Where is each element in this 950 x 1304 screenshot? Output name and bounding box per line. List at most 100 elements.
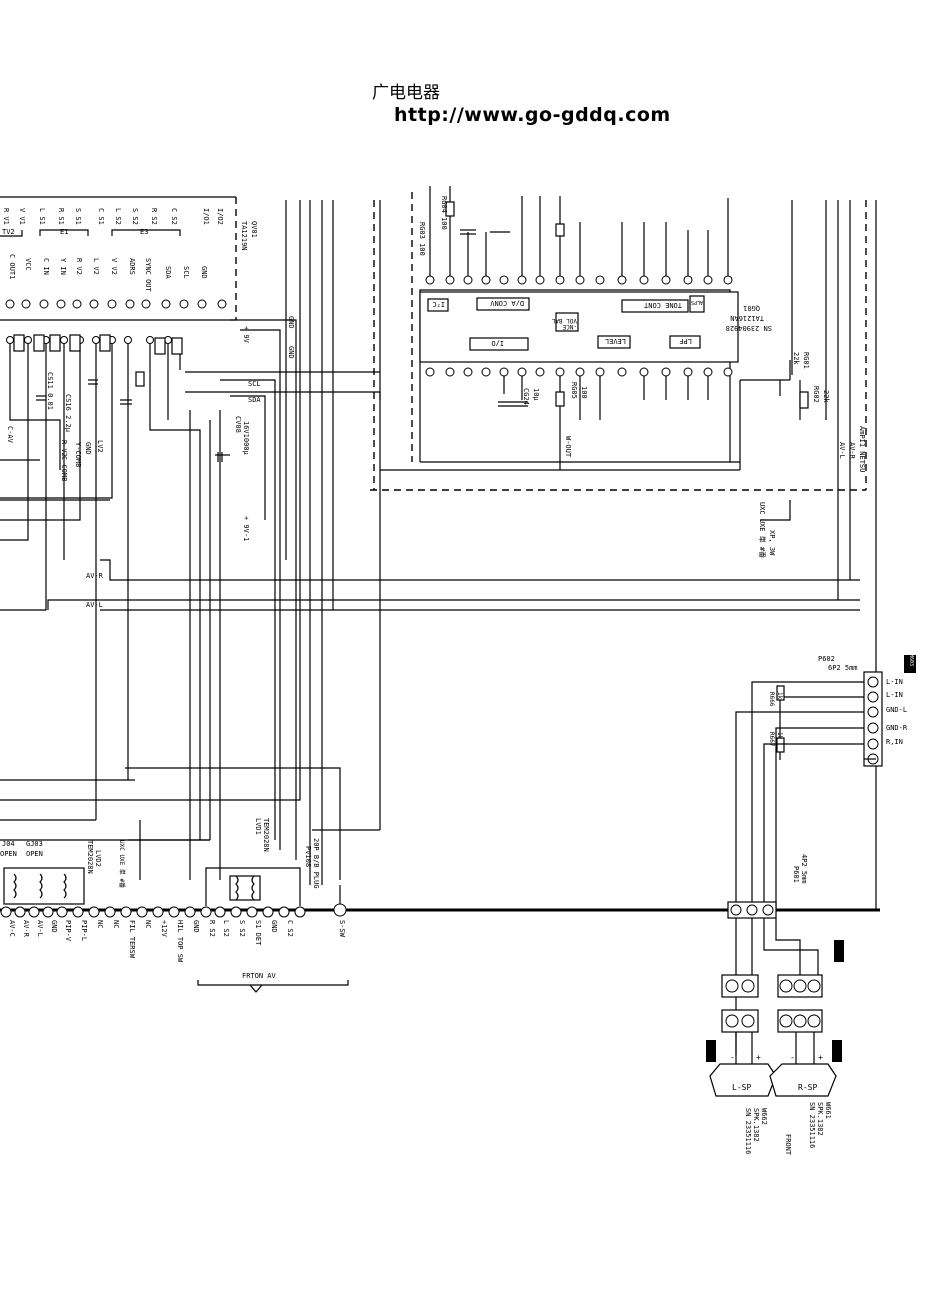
scl-label: SCL <box>248 380 261 388</box>
cv08-ref: CV08 <box>234 416 242 433</box>
w661-spk: SPK.1382 <box>816 1102 824 1136</box>
bottom-pin-label: GND <box>270 920 278 933</box>
bottom-pin-label: R S2 <box>208 920 216 937</box>
left-label: C-AV <box>6 426 14 444</box>
rg05-val: 100 <box>580 386 588 399</box>
ic-block-io-label: I/O <box>491 339 504 347</box>
s-sw-label: S-SW <box>338 920 346 938</box>
p602-pin-label: R,IN <box>886 738 903 746</box>
bottom-pin-label: HIL TOP SW <box>176 920 184 963</box>
top-left-connector-group: R V1 V V1 L S1 R S1 S S1 C S1 L S2 S S2 … <box>0 196 258 344</box>
ic-block-vol <box>555 312 579 332</box>
qg01-ref: QG01 <box>743 304 760 312</box>
qv01-pin-label: VCC <box>24 258 32 271</box>
group-label-tv2: TV2 <box>2 228 15 236</box>
qv01-pin-label: SCL <box>182 266 190 279</box>
bottom-pin-label: NC <box>96 920 104 928</box>
r-speaker-icon <box>769 1063 837 1097</box>
gnd-label-2: GND <box>287 346 295 359</box>
m602-tag <box>832 1040 842 1062</box>
qv01-pin-label: SDA <box>164 266 172 279</box>
p601-ref: P601 <box>792 866 800 883</box>
w662-spk: SPK.1382 <box>752 1108 760 1142</box>
qv01-pin-label: C OUT1 <box>8 254 16 279</box>
ic-block-level-label: LEVEL <box>605 337 626 345</box>
qv01-pin-label: V V2 <box>110 258 118 275</box>
left-label: Y-COMB <box>74 442 82 467</box>
r666-val: 1k <box>776 692 783 700</box>
ic-block-alps <box>689 295 705 313</box>
top-label: R V1 <box>2 208 10 225</box>
w662-ref: W662 <box>760 1108 768 1125</box>
middle-busses <box>285 200 381 910</box>
av-r-label: AV-R <box>86 572 104 580</box>
w-out-label: W-OUT <box>564 436 572 458</box>
plus9v-label: + 9V <box>242 326 250 344</box>
sw-block-label: AmPI1 NETSU <box>858 426 866 472</box>
av-r-right: AV-R <box>848 442 856 460</box>
j04-label: J04 <box>2 840 15 848</box>
left-label: CS16 2.2μ <box>64 394 72 433</box>
p602-pin-label: L-IN <box>886 691 903 699</box>
left-label: R V2 <box>60 440 68 457</box>
p602-pin-label: GND-L <box>886 706 907 714</box>
rg01-label: RG01 <box>802 352 810 369</box>
bottom-pin-label: S S2 <box>238 920 246 937</box>
m603-tag <box>904 655 916 673</box>
ic-block-ncs-label: -NCE <box>562 323 577 330</box>
m603-tag-label: M603 <box>908 654 914 666</box>
top-label: S S1 <box>74 208 82 225</box>
left-wiring <box>0 319 860 880</box>
av-l-label: AV-L <box>86 601 103 609</box>
top-label: L S1 <box>38 208 46 225</box>
ic-block-io <box>469 337 529 351</box>
xp-note: XP, 3W <box>768 530 776 556</box>
ic-block-vol-label: VOL BAL <box>551 317 577 324</box>
pv108-ref: PV108 <box>304 846 312 867</box>
ic-block-i2c-label: I²C <box>432 300 445 308</box>
rg04-label: RG04 100 <box>440 196 448 230</box>
av-l-right: AV-L <box>838 442 846 459</box>
qv01-pin-label: R V2 <box>75 258 83 275</box>
bottom-pin-label: GND <box>192 920 200 933</box>
ic-block-level <box>597 335 631 349</box>
p601-spec: 4P2 5mm <box>800 854 808 884</box>
ic-block-tone-label: TONE CONT <box>643 301 682 309</box>
bottom-pin-label: S1 DET <box>254 920 262 946</box>
svg-text:-: - <box>730 1053 735 1062</box>
sda-label: SDA <box>248 396 261 404</box>
p602-pin-label: L-IN <box>886 678 903 686</box>
svg-text:+: + <box>818 1053 823 1062</box>
uxe-note: UXC UXE 単 #番 <box>758 502 767 558</box>
left-side-labels: C-AV CS11 0.01 CS16 2.2μ C COMB R V2 LV2… <box>6 316 295 609</box>
ic-block-i2c <box>427 298 449 312</box>
top-label: I/O1 <box>202 208 210 225</box>
top-label: S S2 <box>131 208 139 225</box>
qv01-pin-label: L V2 <box>92 258 100 275</box>
top-label: R S2 <box>150 208 158 225</box>
left-label: CS11 0.01 <box>46 372 54 410</box>
ic-block-dac-label: D/A CONV <box>489 299 524 307</box>
bottom-pin-label: AV-C <box>8 920 16 937</box>
left-label: C COMB <box>60 456 68 481</box>
l-speaker-icon <box>709 1063 777 1097</box>
site-title-cn: 广电电器 <box>372 83 440 103</box>
qv01-pin-label: Y IN <box>59 258 67 275</box>
svg-text:-: - <box>790 1053 795 1062</box>
qv01-pin-label: SYNC OUT <box>144 258 152 293</box>
left-label: LV2 <box>96 440 104 453</box>
top-label: L S2 <box>114 208 122 225</box>
m603b-tag <box>706 1040 716 1062</box>
qg01-part: TA1216AN <box>730 314 764 322</box>
qv01-pin-label: GND <box>200 266 208 279</box>
r666-ref: R666 <box>768 692 775 707</box>
rg05-label: RG05 <box>570 382 578 399</box>
p602-ref: P602 <box>818 655 835 663</box>
qg01-alt: SN 23904928 <box>726 324 772 332</box>
uxc-note: UXC UXE 単 #番 XP, 3W <box>758 500 791 558</box>
p601-and-speakers: P601 4P2 5mm -+ -+ L-SP R-SP W662 SPK.13… <box>706 854 844 1156</box>
group-label-e3: E3 <box>140 228 148 236</box>
frton-av-label: FRTON AV <box>242 972 277 980</box>
bottom-pin-label: GND <box>50 920 58 933</box>
